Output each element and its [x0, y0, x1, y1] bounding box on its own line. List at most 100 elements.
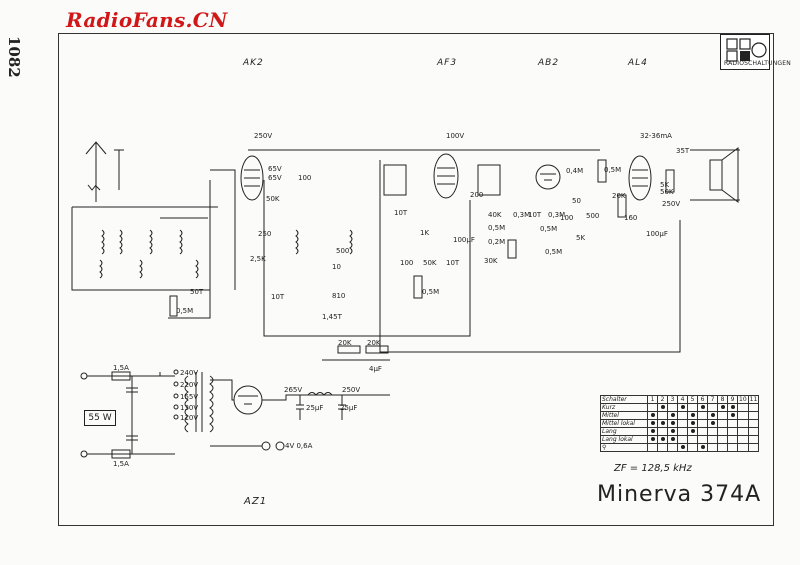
switch-row-label: Kurz: [600, 403, 648, 412]
comp-label: 10: [332, 263, 341, 271]
switch-cell: [727, 427, 738, 436]
comp-label: 0,5M: [488, 224, 506, 232]
comp-label: 5K: [576, 234, 586, 242]
comp-label: 0,5M: [422, 288, 440, 296]
switch-cell: [727, 411, 738, 420]
comp-label: 10T: [446, 259, 460, 267]
supply-label: 265V: [284, 386, 303, 394]
schematic-frame: [58, 33, 774, 526]
switch-on-dot: [690, 421, 695, 425]
switch-cell: [657, 411, 668, 420]
comp-label: 100: [298, 174, 312, 182]
switch-on-dot: [650, 421, 655, 425]
comp-label: 20K: [612, 192, 626, 200]
mains-tap-label: 110V: [180, 414, 199, 422]
comp-label: 20K: [367, 339, 381, 347]
switch-cell: [737, 411, 749, 420]
switch-cell: [657, 419, 668, 428]
switch-column-header: 2: [657, 395, 668, 404]
switch-column-header: 4: [677, 395, 688, 404]
switch-cell: [727, 419, 738, 428]
comp-label: 30K: [484, 257, 498, 265]
switch-on-dot: [660, 437, 665, 441]
switch-row-label: Lang lokal: [600, 435, 648, 444]
publisher-logo: RADIOSCHALTUNGEN: [720, 34, 791, 70]
switch-table-row: Mittel lokal: [600, 419, 760, 428]
switch-on-dot: [710, 421, 715, 425]
comp-label: 250: [258, 230, 272, 238]
mains-tap-label: 220V: [180, 381, 199, 389]
comp-label: 810: [332, 292, 346, 300]
switch-on-dot: [710, 413, 715, 417]
comp-label: 10T: [271, 293, 285, 301]
comp-label: 1,45T: [322, 313, 342, 321]
comp-label: 0,4M: [566, 167, 584, 175]
mains-tap-label: 240V: [180, 369, 199, 377]
switch-on-dot: [730, 405, 735, 409]
rectifier-label: AZ1: [244, 496, 268, 507]
switch-on-dot: [660, 405, 665, 409]
switch-column-header: 6: [697, 395, 708, 404]
switch-cell: [747, 427, 760, 436]
switch-cell: [677, 411, 688, 420]
switch-cell: [687, 427, 698, 436]
tube-label-al4: AL4: [628, 58, 648, 68]
switch-on-dot: [730, 413, 735, 417]
switch-cell: [647, 435, 658, 444]
switch-cell: [677, 435, 688, 444]
switch-cell: [737, 427, 749, 436]
switch-cell: [717, 435, 728, 444]
switch-on-dot: [690, 413, 695, 417]
voltage-ak2: 250V: [254, 132, 273, 140]
switch-cell: [697, 435, 708, 444]
switch-column-header: 3: [667, 395, 678, 404]
comp-label: 10T: [528, 211, 542, 219]
switch-cell: [677, 403, 688, 412]
switch-cell: [667, 427, 678, 436]
mains-tap-label: 155V: [180, 393, 199, 401]
switch-cell: [707, 443, 718, 452]
comp-label: 100µF: [453, 236, 475, 244]
switch-cell: [737, 419, 749, 428]
switch-table-row: Lang: [600, 427, 760, 436]
switch-cell: [717, 403, 728, 412]
switch-cell: [747, 411, 760, 420]
switch-row-label: ⚲: [600, 443, 648, 452]
switch-cell: [707, 435, 718, 444]
switch-row-label: Mittel lokal: [600, 419, 648, 428]
switch-cell: [687, 443, 698, 452]
fuse-label: 1,5A: [113, 364, 129, 372]
supply-label: 25µF: [306, 404, 324, 412]
switch-cell: [747, 435, 760, 444]
switch-on-dot: [650, 413, 655, 417]
switch-on-dot: [670, 421, 675, 425]
switch-on-dot: [670, 437, 675, 441]
tube-label-ab2: AB2: [538, 58, 560, 68]
switch-cell: [697, 403, 708, 412]
switch-cell: [657, 443, 668, 452]
comp-label: 100: [560, 214, 574, 222]
comp-label: 200: [470, 191, 484, 199]
comp-label: 0,5M: [604, 166, 622, 174]
switch-on-dot: [680, 405, 685, 409]
switch-cell: [717, 419, 728, 428]
comp-label: 50: [572, 197, 581, 205]
model-title: Minerva 374A: [597, 482, 762, 507]
comp-label: 50K: [266, 195, 280, 203]
switch-cell: [747, 419, 760, 428]
switch-cell: [687, 435, 698, 444]
switch-cell: [707, 403, 718, 412]
switch-column-header: 9: [727, 395, 738, 404]
switch-cell: [697, 427, 708, 436]
switch-table-row: Mittel: [600, 411, 760, 420]
logo-icon: [726, 38, 767, 62]
switch-cell: [747, 443, 760, 452]
switch-cell: [697, 443, 708, 452]
switch-cell: [667, 403, 678, 412]
switch-table-row: Kurz: [600, 403, 760, 412]
supply-label: 250V: [342, 386, 361, 394]
switch-cell: [657, 435, 668, 444]
switch-cell: [707, 419, 718, 428]
